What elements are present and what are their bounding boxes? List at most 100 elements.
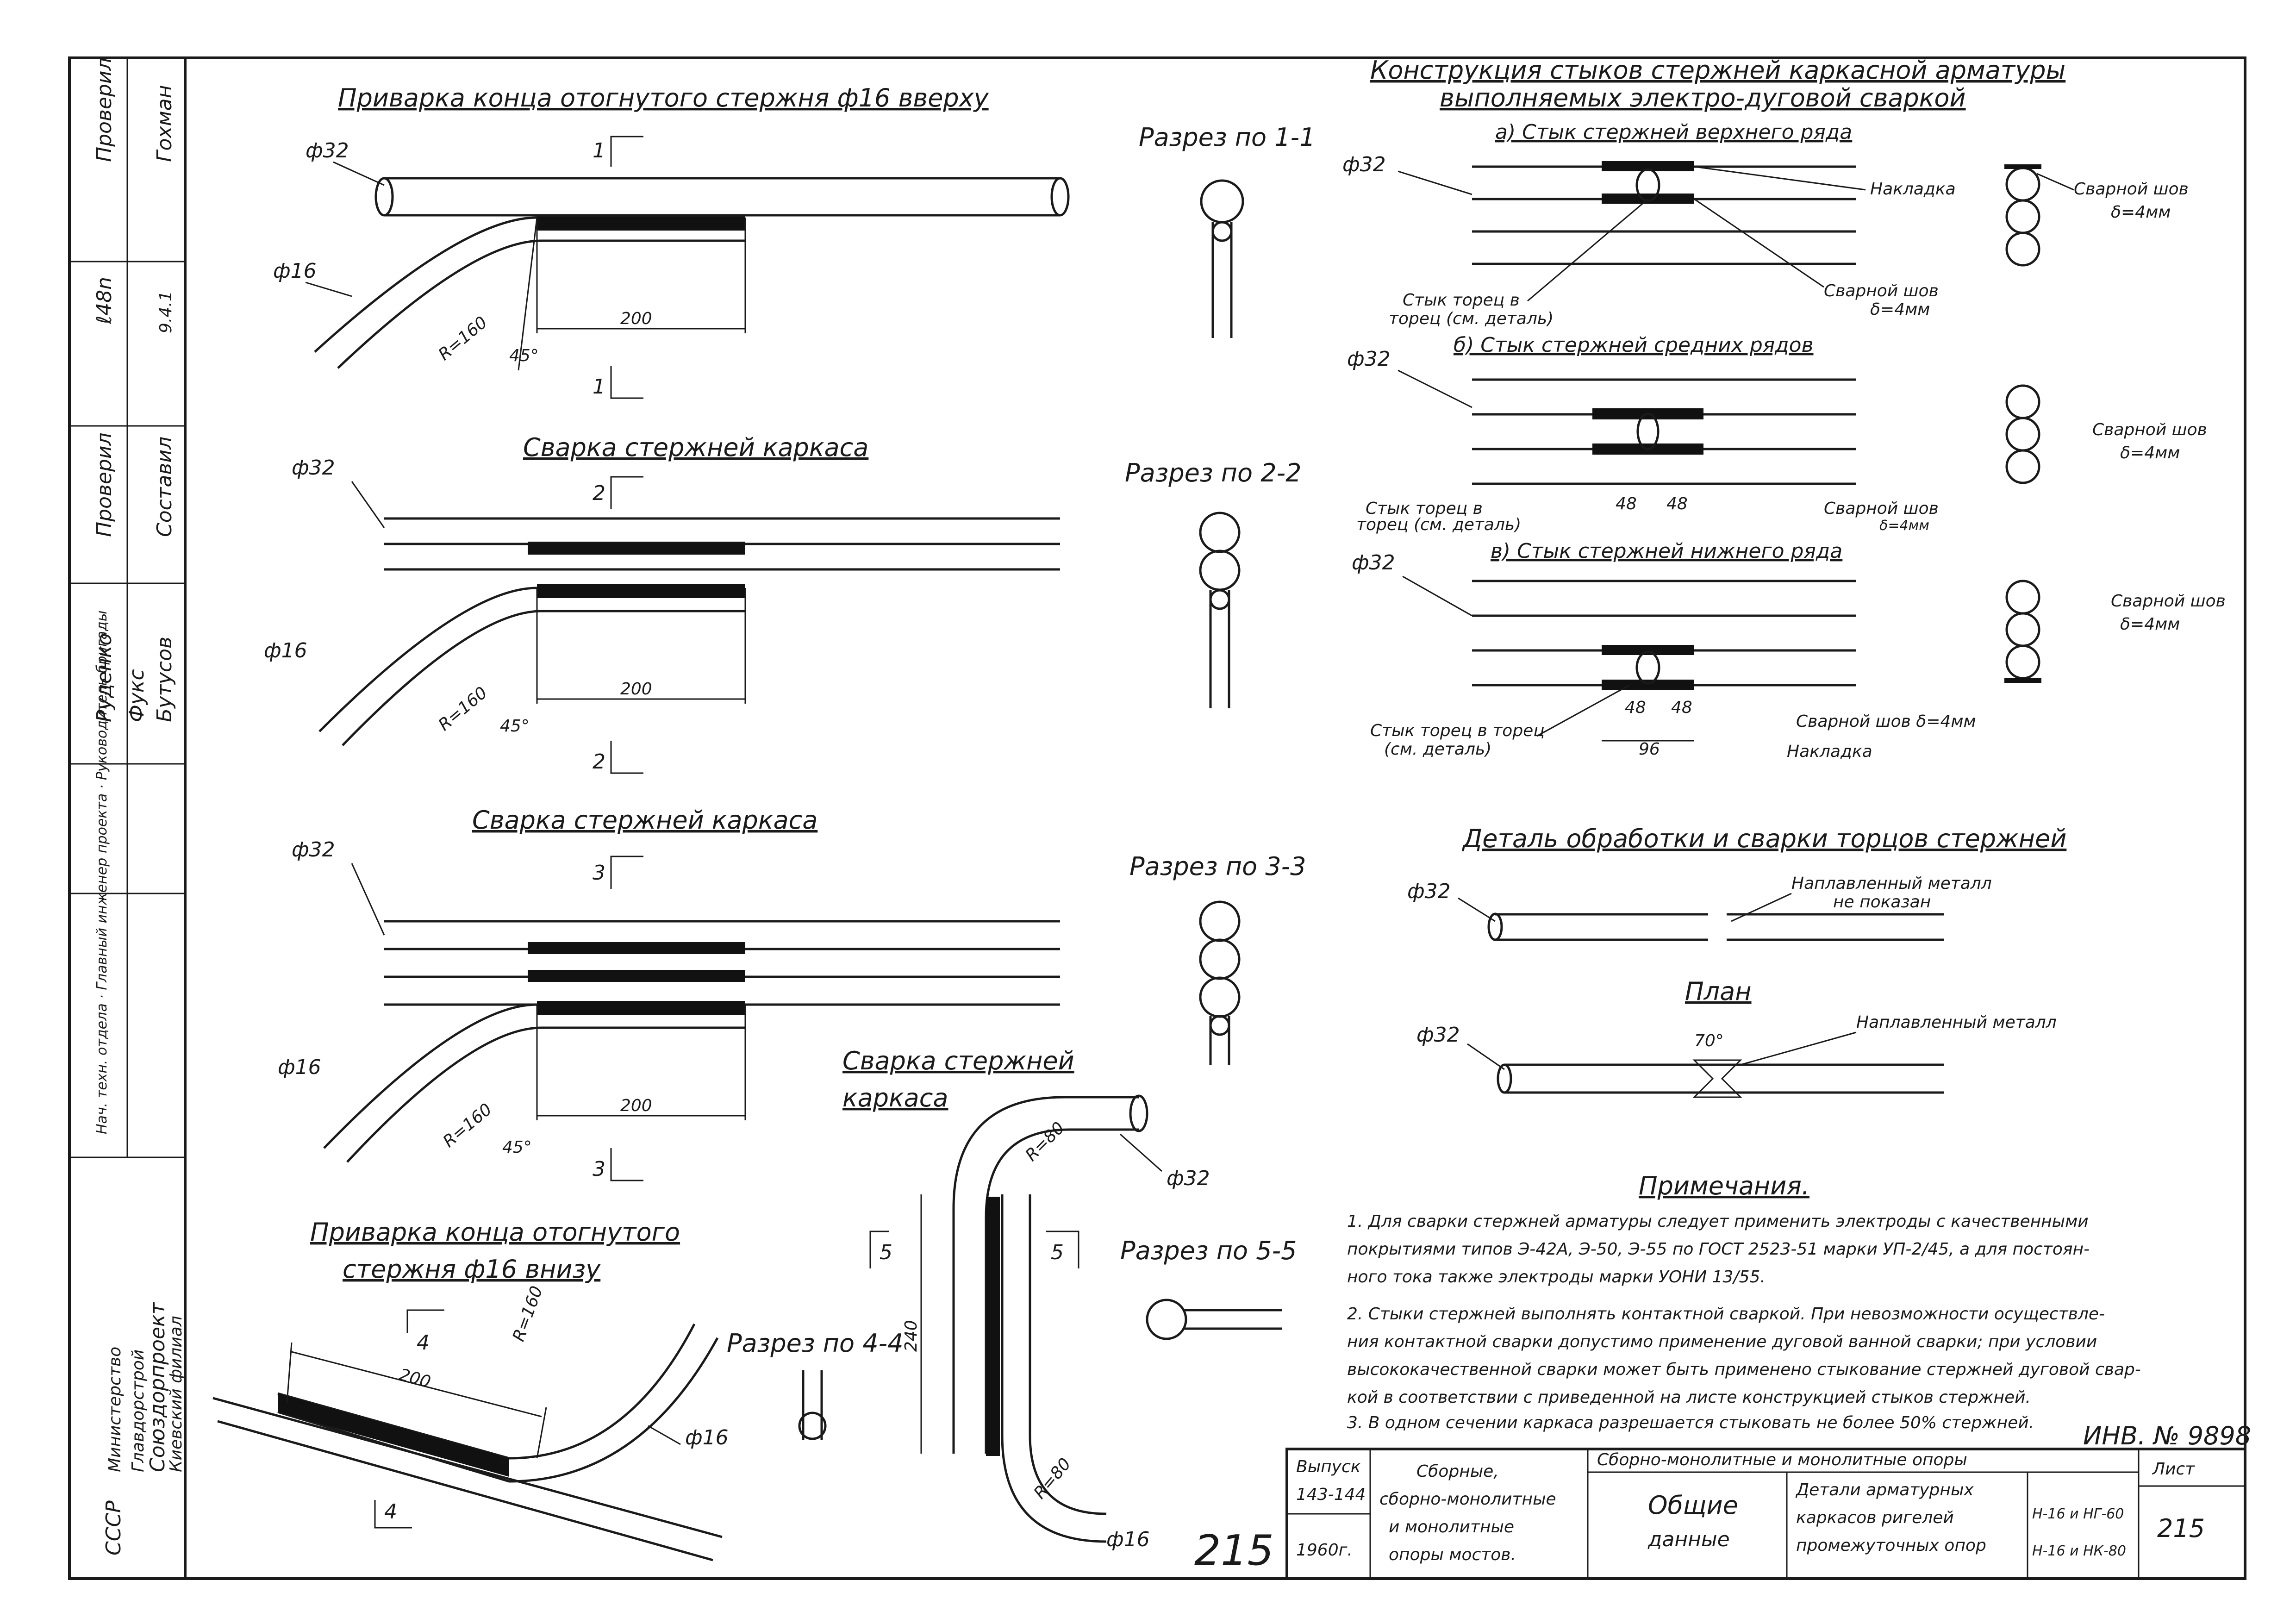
label-shov-a: Сварной шов (1824, 281, 1939, 300)
title-block: Выпуск 143-144 1960г. Сборные, сборно-мо… (1285, 1448, 2246, 1580)
tb-vypusk-label: Выпуск (1296, 1457, 1361, 1476)
tb-series: Сборно-монолитные и монолитные опоры (1597, 1450, 1967, 1469)
stamp-role-check: Проверил (93, 432, 116, 537)
label-d32-2: ф32 (292, 456, 335, 480)
stamp-org-2: Министерство (106, 1347, 125, 1472)
dim-48-b2: 48 (1666, 494, 1688, 513)
tb-detail-1: Детали арматурных (1795, 1480, 1974, 1499)
radius-160-4: R=160 (509, 1284, 547, 1344)
section-4-4: Разрез по 4-4 (727, 1329, 903, 1440)
tb-detail-2: каркасов ригелей (1796, 1508, 1954, 1527)
title-mid1: Сварка стержней каркаса (523, 433, 868, 462)
dim-200-3: 200 (620, 1096, 652, 1115)
radius-80-bent: R=80 (1022, 1118, 1068, 1165)
label-nakladka-a: Накладка (1870, 180, 1956, 199)
title-mid2: Сварка стержней каркаса (472, 806, 817, 835)
joint-b: б) Стык стержней средних рядов ф32 Стык … (1347, 333, 2207, 534)
weld-frame-2: Сварка стержней каркаса ф32 ф16 200 R=16… (264, 433, 1060, 774)
cut-3-top: 3 (593, 861, 605, 885)
angle-45: 45° (509, 346, 539, 365)
note-line-3: ного тока также электроды марки УОНИ 13/… (1347, 1268, 1766, 1287)
detail-title: Деталь обработки и сварки торцов стержне… (1462, 824, 2066, 853)
label-delta-b: δ=4мм (1879, 518, 1929, 534)
label-d32: ф32 (306, 139, 349, 162)
section-4-4-title: Разрез по 4-4 (727, 1329, 903, 1358)
dim-200-2: 200 (620, 680, 652, 699)
label-d16-3: ф16 (278, 1056, 321, 1079)
radius-80-bent-2: R=80 (1030, 1455, 1074, 1503)
joint-b-title: б) Стык стержней средних рядов (1454, 333, 1814, 357)
stamp-name-2: Гохман (153, 85, 176, 162)
title-right-1: Конструкция стыков стержней каркасной ар… (1370, 56, 2065, 85)
label-shov-c-sec: Сварной шов (2111, 592, 2226, 611)
section-5-5-title: Разрез по 5-5 (1120, 1236, 1297, 1265)
sheet-frame (68, 56, 2246, 1580)
section-5-5: Разрез по 5-5 (1120, 1236, 1297, 1340)
label-delta-c-sec: δ=4мм (2120, 615, 2180, 634)
dim-48-c2: 48 (1671, 698, 1692, 717)
stamp-role-made: Составил (153, 437, 176, 537)
note-line-4: 2. Стыки стержней выполнять контактной с… (1347, 1305, 2105, 1324)
section-3-3-title: Разрез по 3-3 (1129, 852, 1306, 881)
label-d32-a: ф32 (1342, 153, 1386, 176)
cut-1-bottom: 1 (593, 375, 605, 399)
label-d32-detail: ф32 (1407, 880, 1451, 903)
tb-vypusk: 143-144 (1296, 1485, 1366, 1504)
stamp-org-5: Киевский филиал (167, 1316, 186, 1472)
label-d32-3: ф32 (292, 838, 335, 862)
stamp-roles: Нач. техн. отдела · Главный инженер прое… (94, 611, 110, 1134)
label-shov-b: Сварной шов (1824, 499, 1939, 518)
tb-general-1: Общие (1648, 1491, 1738, 1520)
label-stik-a: Стык торец в (1403, 291, 1520, 310)
joint-a-title: а) Стык стержней верхнего ряда (1495, 120, 1852, 144)
label-stik-b2: торец (см. деталь) (1356, 515, 1521, 534)
joint-a: а) Стык стержней верхнего ряда ф32 Накла… (1342, 120, 2189, 328)
label-d32-c: ф32 (1352, 551, 1395, 575)
section-1-1-title: Разрез по 1-1 (1139, 123, 1315, 152)
label-delta-a-sec: δ=4мм (2111, 203, 2171, 222)
title-bottom-1: Приварка конца отогнутого (310, 1218, 680, 1247)
angle-45-3: 45° (502, 1138, 532, 1157)
note-line-6: высококачественной сварки может быть при… (1347, 1360, 2141, 1379)
plan-title: План (1685, 977, 1752, 1006)
angle-70: 70° (1694, 1031, 1724, 1050)
label-d32-b: ф32 (1347, 347, 1391, 371)
dim-48-c1: 48 (1625, 698, 1646, 717)
cut-5-left: 5 (880, 1241, 892, 1264)
label-d16-2: ф16 (264, 639, 307, 662)
cut-4-top: 4 (417, 1331, 430, 1355)
label-shov-b-sec: Сварной шов (2092, 420, 2207, 439)
label-naplav-plan: Наплавленный металл (1856, 1013, 2057, 1032)
section-1-1: Разрез по 1-1 (1139, 123, 1315, 338)
title-bent-2: каркаса (842, 1083, 948, 1112)
label-d16: ф16 (273, 259, 317, 283)
dim-200: 200 (620, 309, 652, 328)
section-3-3: Разрез по 3-3 (1129, 852, 1306, 1065)
dim-48-b1: 48 (1616, 494, 1637, 513)
radius-160-3: R=160 (439, 1100, 495, 1151)
cut-5-right: 5 (1051, 1241, 1064, 1264)
stamp-name-4: Фукс (125, 669, 149, 722)
cut-4-bottom: 4 (384, 1500, 397, 1524)
stamp-name-3: Руденко (93, 633, 116, 722)
label-stik-a2: торец (см. деталь) (1389, 309, 1554, 328)
end-detail: Деталь обработки и сварки торцов стержне… (1407, 824, 2066, 941)
bent-rod-weld: Сварка стержней каркаса ф32 R=80 R=80 24… (842, 1046, 1210, 1551)
label-shov-c: Сварной шов δ=4мм (1796, 712, 1976, 731)
label-stik-b: Стык торец в (1366, 499, 1483, 518)
cut-2-bottom: 2 (593, 750, 605, 774)
tb-year: 1960г. (1296, 1541, 1353, 1560)
tb-list: 215 (2157, 1514, 2205, 1543)
tb-general-2: данные (1647, 1528, 1730, 1551)
notes-title: Примечания. (1639, 1171, 1809, 1200)
tb-list-label: Лист (2152, 1460, 2195, 1479)
joint-c: в) Стык стержней нижнего ряда ф32 Стык т… (1352, 539, 2226, 761)
label-d16-bent: ф16 (1106, 1528, 1150, 1551)
label-shov-a-sec: Сварной шов (2074, 180, 2189, 199)
label-naplav2: не показан (1833, 893, 1931, 912)
joints-heading: Конструкция стыков стержней каркасной ар… (1370, 56, 2065, 112)
title-bottom-2: стержня ф16 внизу (343, 1255, 601, 1284)
stamp-name-1: Проверил (93, 57, 116, 162)
notes: Примечания. 1. Для сварки стержней армат… (1347, 1171, 2141, 1432)
